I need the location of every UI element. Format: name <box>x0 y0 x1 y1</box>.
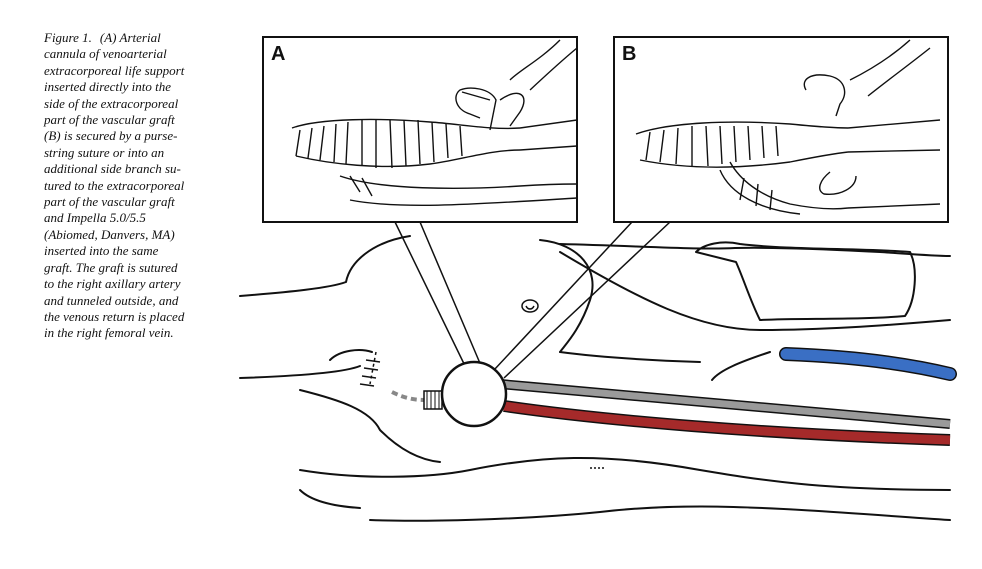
caption-line: graft. The graft is sutured <box>44 259 178 275</box>
caption-line: string suture or into an <box>44 144 165 160</box>
panel-b: B <box>613 36 949 223</box>
caption-line: inserted directly into the <box>44 79 171 95</box>
cannulas <box>499 347 957 446</box>
graft-tunnel <box>391 390 443 410</box>
panel-b-graft-drawing <box>635 39 941 215</box>
panel-b-letter: B <box>622 43 636 65</box>
caption-line: part of the vascular graft <box>44 112 175 128</box>
caption-line: cannula of venoarterial <box>44 46 167 62</box>
impella-graft-line <box>499 380 951 428</box>
caption-line: part of the vascular graft <box>44 194 175 210</box>
panel-a-graft-drawing <box>291 39 578 207</box>
caption-line-1: Figure 1.(A) Arterial <box>44 30 161 45</box>
caption-line: (B) is secured by a purse- <box>44 128 178 144</box>
anatomical-details <box>359 299 606 469</box>
caption-line: inserted into the same <box>44 243 159 259</box>
caption-line: and tunneled outside, and <box>44 292 179 308</box>
panel-a: A <box>262 36 578 223</box>
patient-body-outline <box>239 235 951 522</box>
panel-a-letter: A <box>271 43 285 65</box>
caption-line: and Impella 5.0/5.5 <box>44 210 146 226</box>
arterial-cannula <box>503 401 951 445</box>
caption-line: the venous return is placed <box>44 308 185 324</box>
magnifier-circle <box>440 360 508 428</box>
caption-line: to the right axillary artery <box>44 276 181 292</box>
caption-line: extracorporeal life support <box>44 62 185 78</box>
caption-line: in the right femoral vein. <box>44 325 174 341</box>
magnifier-callout <box>394 221 671 428</box>
caption-line: tured to the extracorporeal <box>44 177 185 193</box>
figure-caption: Figure 1.(A) Arterial cannula of venoart… <box>44 30 239 342</box>
caption-line: (Abiomed, Danvers, MA) <box>44 226 175 242</box>
venous-cannula <box>780 348 956 380</box>
caption-line: side of the extracorporeal <box>44 95 179 111</box>
figure-label: Figure 1. <box>44 30 92 45</box>
caption-line: additional side branch su- <box>44 161 181 177</box>
